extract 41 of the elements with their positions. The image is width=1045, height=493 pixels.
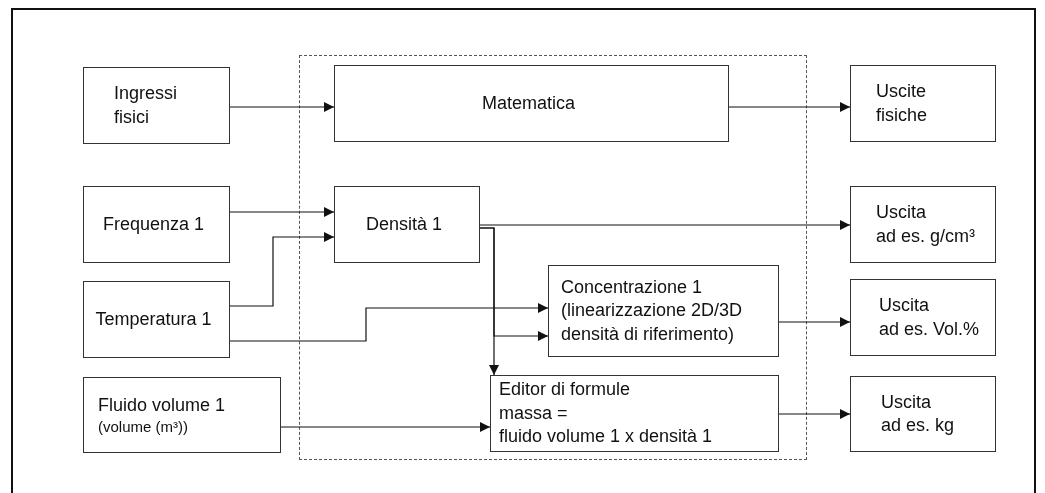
process-box — [548, 265, 779, 357]
arrow — [229, 303, 549, 342]
arrow — [280, 422, 491, 432]
box-label: massa = — [499, 401, 568, 425]
process-box — [490, 375, 779, 452]
arrow — [229, 102, 335, 112]
arrow — [778, 409, 851, 419]
box-label: Uscita — [876, 201, 926, 225]
box-label: Editor di formule — [499, 378, 631, 402]
process-box — [334, 65, 729, 142]
box-label: Densità 1 — [365, 212, 442, 236]
process-box — [83, 186, 230, 263]
box-label: Ingressi fisici — [114, 82, 179, 129]
arrow — [229, 232, 335, 307]
box-label: Uscita — [879, 294, 929, 318]
box-label: (volume (m³)) — [98, 416, 188, 437]
box-label: Fluido volume 1 — [98, 393, 226, 417]
box-label: Frequenza 1 — [102, 212, 205, 236]
arrow — [229, 207, 335, 217]
box-label: ad es. kg — [881, 414, 955, 437]
process-box — [850, 186, 996, 263]
box-label: Uscite fisiche — [876, 80, 929, 127]
arrow — [778, 317, 851, 327]
box-label: Matematica — [481, 91, 575, 115]
arrow — [479, 227, 549, 341]
arrow — [728, 102, 851, 112]
box-label: Temperatura 1 — [95, 307, 212, 331]
box-label: ad es. Vol.% — [879, 317, 980, 341]
arrow — [479, 220, 851, 230]
process-box — [850, 279, 996, 356]
box-label: Concentrazione 1 — [561, 275, 703, 299]
process-box — [83, 281, 230, 358]
process-box — [850, 376, 996, 452]
process-box — [83, 67, 230, 144]
process-box — [334, 186, 480, 263]
box-label: ad es. g/cm³ — [876, 224, 976, 248]
process-box — [83, 377, 281, 453]
box-label: (linearizzazione 2D/3D densità di riferimento) — [561, 299, 744, 346]
box-label: fluido volume 1 x densità 1 — [499, 425, 713, 449]
box-label: Uscita — [881, 390, 931, 414]
process-box — [850, 65, 996, 142]
